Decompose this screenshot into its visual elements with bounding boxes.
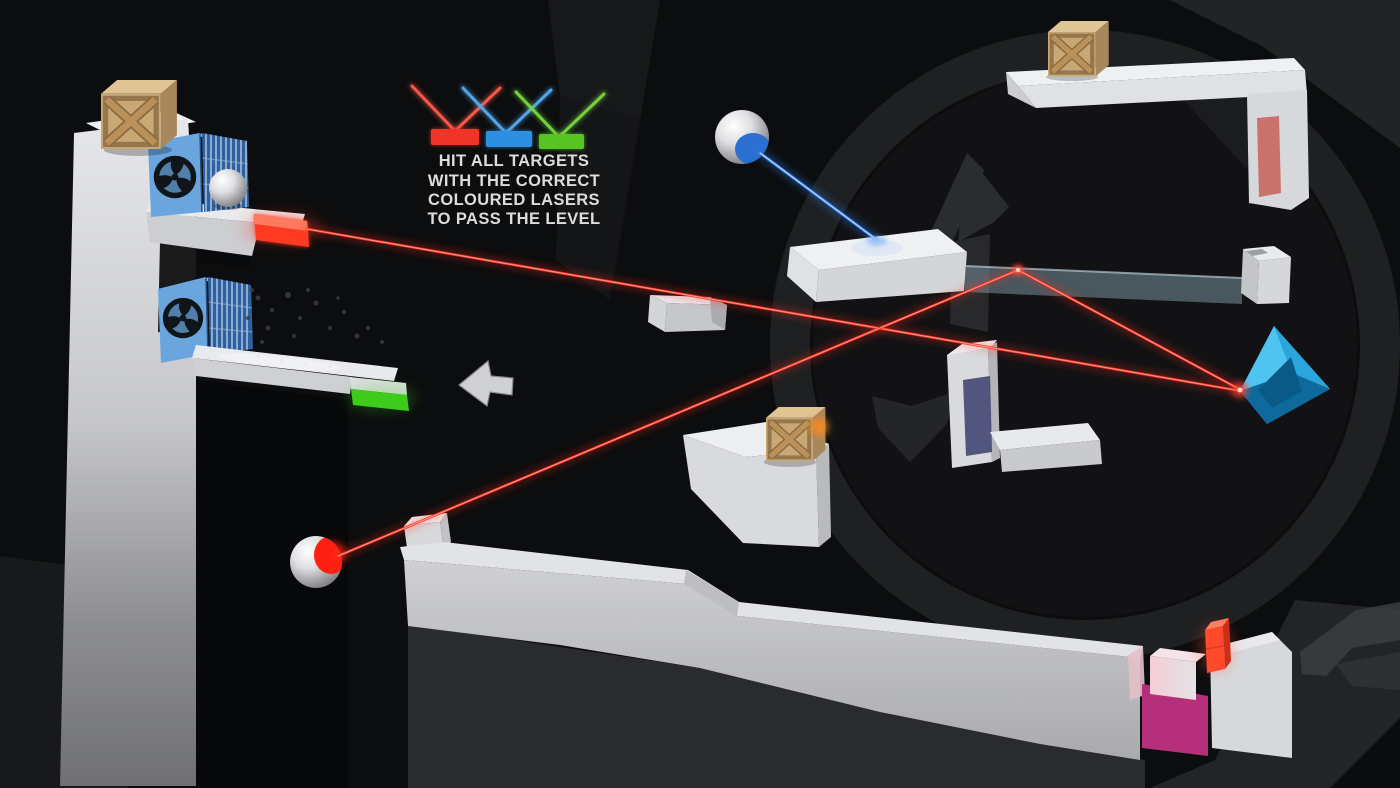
green-legend-beam — [514, 90, 561, 139]
fan1-edge — [199, 132, 203, 213]
red-laser-beam-b1 — [334, 266, 1022, 560]
l-bracket-base-top — [990, 423, 1100, 450]
red-legend-beam — [453, 86, 502, 133]
red-laser-beam-b2 — [1014, 266, 1245, 394]
notch-pink-lit-wall — [1128, 646, 1145, 700]
glass-bridge-edge — [964, 265, 1243, 279]
landing-block-front — [816, 252, 967, 302]
tutorial-legend — [409, 83, 607, 149]
bg-dark-wall — [196, 380, 348, 788]
anchor-cube-top — [1243, 246, 1291, 261]
platform-front-face — [404, 560, 1140, 760]
landing-block-sheen — [851, 240, 903, 256]
red-emitter-sphere[interactable] — [290, 536, 348, 588]
prism-hit-core — [1237, 387, 1243, 393]
platform-top-face — [400, 542, 1143, 658]
red-legend-beam — [410, 84, 457, 133]
bg-platform-shadow-zone — [408, 624, 1145, 788]
laser-beams — [303, 148, 1247, 560]
laser-landing-block — [787, 229, 967, 302]
ur-platform-front — [1018, 70, 1307, 108]
red-target-slab-front — [1205, 626, 1225, 673]
pentagon-block — [683, 407, 831, 547]
red-gate-panel — [1257, 116, 1281, 197]
platform-lip-side — [440, 513, 451, 551]
bg-chevron-up-right-wing — [958, 153, 1009, 242]
magenta-target-zone — [1142, 684, 1208, 756]
tutorial-panel: HIT ALL TARGETS WITH THE CORRECT COLOURE… — [409, 83, 607, 228]
green-legend-beam — [557, 92, 606, 139]
fan-blade-icon — [163, 299, 202, 337]
anchor-cube-left — [1241, 249, 1259, 304]
anchor-cube-front — [1257, 257, 1291, 304]
step-block-left — [648, 295, 667, 332]
fan2-grille-icon — [208, 277, 253, 354]
blue-target-icon — [486, 131, 532, 147]
blue-legend-beam — [504, 88, 553, 135]
blue-legend-beam — [461, 86, 508, 135]
anchor-cube-notch — [1246, 249, 1268, 256]
fan-blade-icon — [154, 157, 195, 197]
tutorial-line-3: COLOURED LASERS — [428, 191, 600, 209]
prism-inner-facet — [1258, 357, 1302, 408]
red-target-slab-seam — [1205, 645, 1225, 650]
landing-block-left — [787, 247, 819, 302]
red-target-slab-side — [1223, 618, 1231, 669]
pentagon-side-face — [816, 444, 831, 547]
ball-bearing — [209, 169, 247, 207]
tutorial-line-1: HIT ALL TARGETS — [439, 152, 590, 170]
fan2-edge — [205, 276, 209, 355]
prism-face-mid — [1274, 326, 1330, 389]
pink-lit-block-front — [1150, 656, 1196, 700]
wooden-crate-1 — [101, 80, 177, 149]
red-target-slab-top — [1205, 618, 1229, 630]
red-laser-beam-a — [303, 225, 1245, 395]
fan-box-2[interactable] — [158, 274, 253, 363]
bg-chevron-left-2 — [1336, 652, 1400, 690]
arm1-front-face — [146, 212, 303, 256]
step-block-side — [710, 297, 727, 330]
red-target-icon — [431, 129, 479, 145]
hint-arrow-left-icon — [458, 359, 514, 408]
blue-laser-beam — [755, 148, 882, 245]
bg-facet-mid — [872, 392, 954, 462]
bottom-platform — [400, 513, 1145, 760]
fan-dust-particles — [246, 288, 384, 344]
tutorial-text: HIT ALL TARGETS WITH THE CORRECT COLOURE… — [427, 152, 600, 228]
l-bracket-block — [947, 340, 1102, 472]
green-target-strip — [351, 389, 409, 411]
blue-impact-spot — [867, 237, 887, 245]
red-strip-emitter-top — [254, 214, 308, 231]
navy-panel — [963, 376, 992, 456]
arm2-sheen — [218, 353, 342, 371]
bg-facet-topcenter — [548, 0, 660, 120]
tutorial-line-2: WITH THE CORRECT — [428, 172, 600, 190]
wooden-crate-3 — [1048, 21, 1109, 76]
upper-right-platform — [1006, 21, 1309, 210]
left-tower — [60, 80, 415, 786]
red-bounce-core — [1016, 268, 1020, 272]
platform-end-assembly — [1142, 618, 1292, 758]
bg-chevron-left — [1300, 602, 1400, 676]
bg-corner-black — [1330, 718, 1400, 788]
prism-splitter[interactable] — [1240, 326, 1330, 424]
green-target-icon — [539, 134, 584, 149]
arm2-sparkles — [236, 350, 354, 372]
pentagon-front-face — [683, 435, 819, 547]
orange-burn-spark — [810, 418, 828, 436]
tutorial-line-4: TO PASS THE LEVEL — [427, 210, 600, 228]
arm2-front-face — [192, 358, 352, 394]
pink-lit-block-top — [1150, 648, 1206, 662]
platform-end-block — [1210, 632, 1292, 758]
ur-platform-chamfer — [1006, 72, 1036, 108]
bg-facet-topright — [1170, 0, 1400, 148]
l-bracket-base-front — [1000, 440, 1102, 472]
ur-platform-top — [1006, 58, 1305, 86]
platform-step-slope — [684, 570, 739, 616]
